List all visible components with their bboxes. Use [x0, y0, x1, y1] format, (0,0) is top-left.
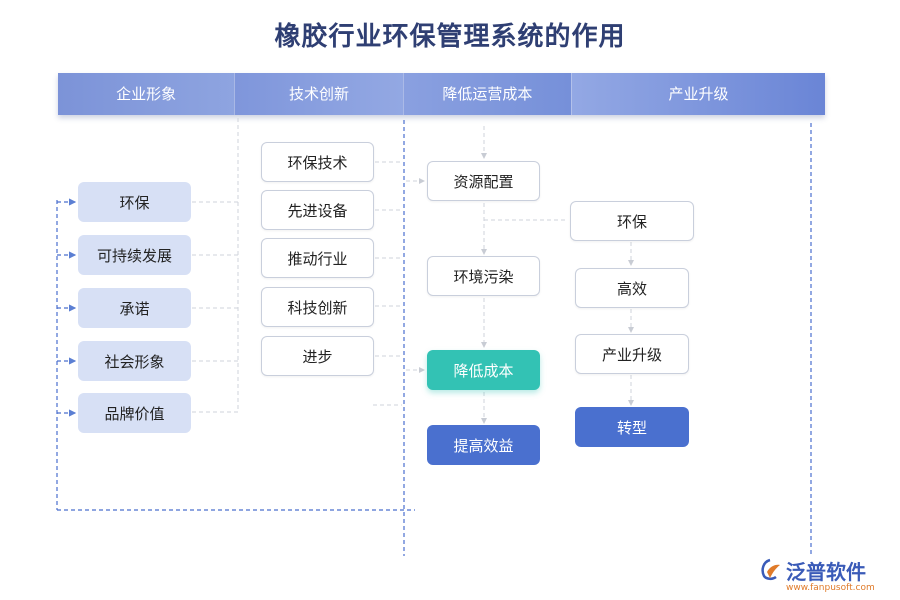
- header-tech-innovation: 技术创新: [235, 73, 404, 115]
- node-sci-tech-innovation: 科技创新: [261, 287, 374, 327]
- header-industry-upgrade: 产业升级: [572, 73, 825, 115]
- header-cost-reduction: 降低运营成本: [403, 73, 572, 115]
- node-social-image: 社会形象: [78, 341, 191, 381]
- node-brand-value: 品牌价值: [78, 393, 191, 433]
- diagram-title: 橡胶行业环保管理系统的作用: [274, 22, 626, 52]
- node-transformation: 转型: [575, 407, 689, 447]
- header-bar: 企业形象 技术创新 降低运营成本 产业升级: [58, 73, 825, 115]
- node-improve-efficiency: 提高效益: [427, 425, 540, 465]
- node-eco-technology: 环保技术: [261, 142, 374, 182]
- node-commitment: 承诺: [78, 288, 191, 328]
- node-reduce-cost: 降低成本: [427, 350, 540, 390]
- node-high-efficiency: 高效: [575, 268, 689, 308]
- node-industry-upgrade: 产业升级: [575, 334, 689, 374]
- node-sustainable-development: 可持续发展: [78, 235, 191, 275]
- logo-name: 泛普软件: [786, 560, 866, 584]
- logo-mark-icon: [761, 558, 780, 581]
- node-advanced-equipment: 先进设备: [261, 190, 374, 230]
- node-progress: 进步: [261, 336, 374, 376]
- node-environmental-pollution: 环境污染: [427, 256, 540, 296]
- node-eco-upgrade: 环保: [570, 201, 694, 241]
- node-environmental: 环保: [78, 182, 191, 222]
- header-corporate-image: 企业形象: [58, 73, 236, 115]
- node-resource-allocation: 资源配置: [427, 161, 540, 201]
- company-logo: 泛普软件 www.fanpusoft.com: [758, 556, 888, 596]
- node-drive-industry: 推动行业: [261, 238, 374, 278]
- logo-url: www.fanpusoft.com: [786, 583, 875, 593]
